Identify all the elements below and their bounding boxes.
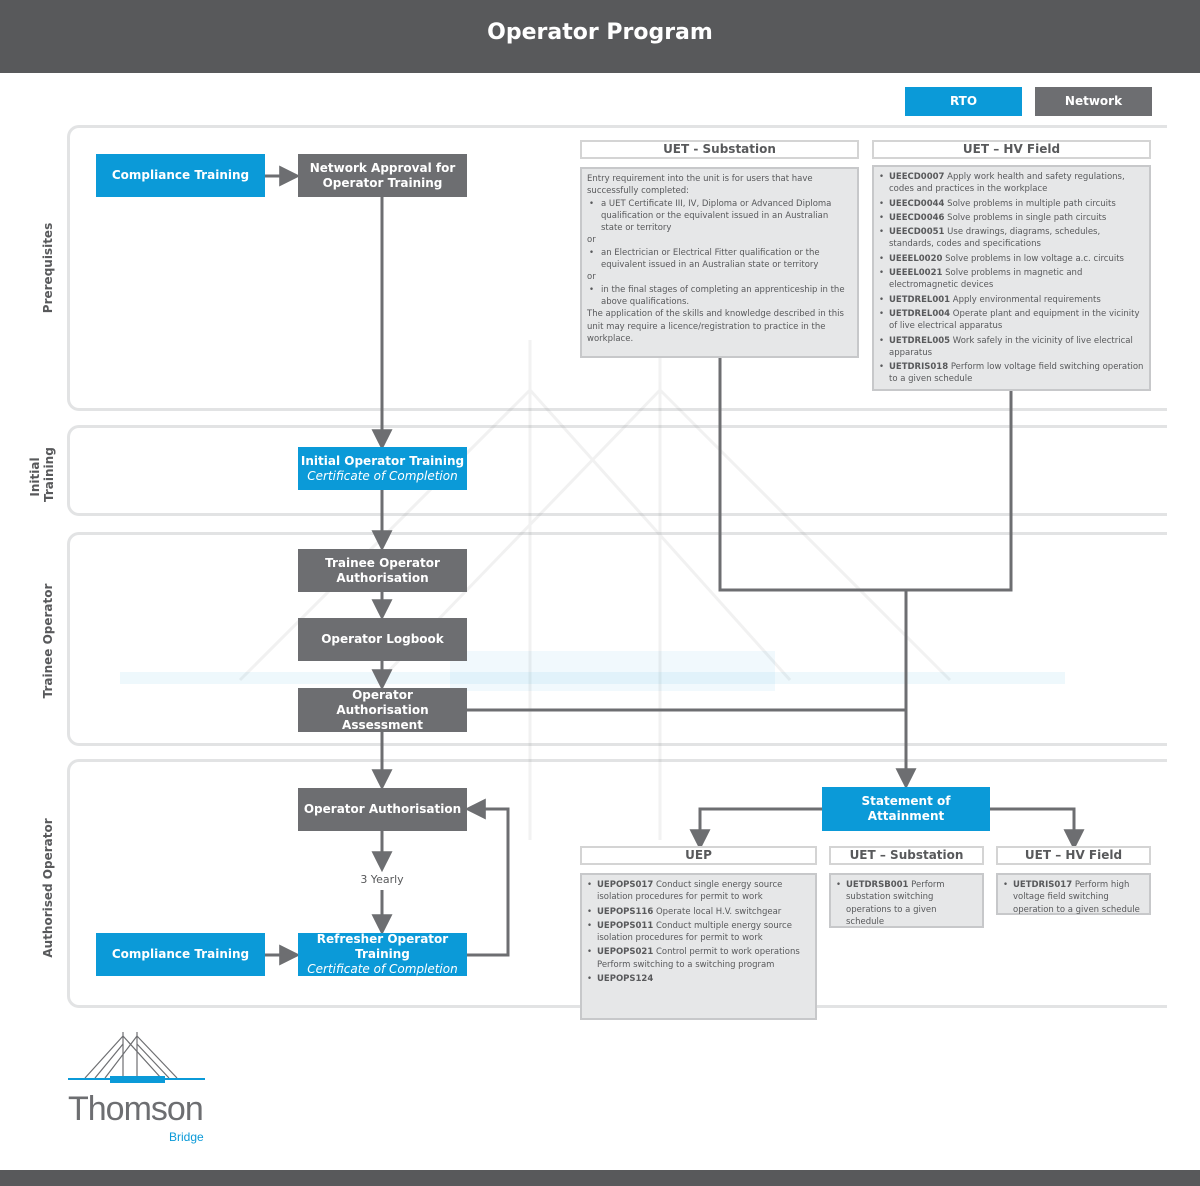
header-bar: Operator Program	[0, 0, 1200, 73]
unit-item: UEPOPS021 Control permit to work operati…	[587, 946, 810, 971]
unit-item: UETDREL005 Work safely in the vicinity o…	[879, 335, 1144, 360]
section-trainee-operator	[67, 532, 1167, 746]
legend-network: Network	[1035, 87, 1152, 116]
unit-item: UEPOPS124	[587, 973, 810, 986]
unit-item: UETDRIS018 Perform low voltage field swi…	[879, 361, 1144, 386]
initial-training-subtitle: Certificate of Completion	[307, 468, 458, 483]
unit-item: UETDREL004 Operate plant and equipment i…	[879, 308, 1144, 333]
uep-panel: UEPOPS017 Conduct single energy source i…	[580, 873, 817, 1020]
network-approval-box: Network Approval for Operator Training	[298, 154, 467, 197]
compliance-training-bottom-box: Compliance Training	[96, 933, 265, 976]
three-yearly-label: 3 Yearly	[360, 873, 404, 886]
statement-of-attainment-box: Statement of Attainment	[822, 787, 990, 831]
operator-authorisation-label: Operator Authorisation	[303, 802, 462, 816]
uet-hv-field-bottom-heading: UET – HV Field	[996, 846, 1151, 865]
unit-item: UETDREL001 Apply environmental requireme…	[879, 294, 1144, 307]
label-authorised-operator: Authorised Operator	[41, 818, 55, 958]
unit-item: UEECD0051 Use drawings, diagrams, schedu…	[879, 226, 1144, 251]
unit-item: UEECD0044 Solve problems in multiple pat…	[879, 198, 1144, 211]
authorisation-assessment-label: Operator Authorisation Assessment	[336, 687, 429, 732]
unit-item: UETDRSB001 Perform substation switching …	[836, 879, 977, 928]
uet-substation-outro: The application of the skills and knowle…	[587, 309, 844, 344]
refresher-training-subtitle: Certificate of Completion	[307, 962, 458, 976]
network-approval-label: Network Approval for Operator Training	[309, 160, 456, 190]
uet-substation-or: or	[587, 272, 596, 283]
operator-logbook-box: Operator Logbook	[298, 618, 467, 661]
logo-name: Thomson	[68, 1090, 204, 1128]
unit-item: UEECD0046 Solve problems in single path …	[879, 212, 1144, 225]
compliance-training-bottom-label: Compliance Training	[111, 947, 250, 961]
uet-substation-or: or	[587, 235, 596, 246]
uet-substation-item: an Electrician or Electrical Fitter qual…	[587, 247, 852, 272]
unit-item: UEECD0007 Apply work health and safety r…	[879, 171, 1144, 196]
trainee-authorisation-label: Trainee Operator Authorisation	[325, 555, 440, 585]
unit-item: UEEEL0021 Solve problems in magnetic and…	[879, 267, 1144, 292]
thomson-bridge-logo: Thomson Bridge	[65, 1030, 215, 1145]
logo-subtitle: Bridge	[169, 1130, 204, 1144]
uet-hv-field-bottom-panel: UETDRIS017 Perform high voltage field sw…	[996, 873, 1151, 915]
label-initial-training: Initial Training	[28, 447, 56, 502]
compliance-training-label: Compliance Training	[111, 168, 250, 182]
uet-substation-heading: UET - Substation	[580, 140, 859, 159]
bridge-deck-watermark	[120, 672, 1065, 684]
footer-bar	[0, 1170, 1200, 1186]
uet-substation-bottom-heading: UET – Substation	[829, 846, 984, 865]
initial-operator-training-box: Initial Operator Training Certificate of…	[298, 447, 467, 490]
unit-item: UEEEL0020 Solve problems in low voltage …	[879, 253, 1144, 266]
uet-substation-intro: Entry requirement into the unit is for u…	[587, 174, 813, 197]
label-trainee-operator: Trainee Operator	[41, 583, 55, 699]
uet-substation-item: a UET Certificate III, IV, Diploma or Ad…	[587, 198, 852, 235]
trainee-authorisation-box: Trainee Operator Authorisation	[298, 549, 467, 592]
uet-substation-bottom-panel: UETDRSB001 Perform substation switching …	[829, 873, 984, 928]
unit-item: UEPOPS017 Conduct single energy source i…	[587, 879, 810, 904]
operator-authorisation-box: Operator Authorisation	[298, 788, 467, 831]
refresher-training-title: Refresher Operator Training	[316, 932, 449, 961]
bridge-logo-icon	[68, 1032, 205, 1083]
unit-item: UETDRIS017 Perform high voltage field sw…	[1003, 879, 1144, 916]
compliance-training-box: Compliance Training	[96, 154, 265, 197]
label-prerequisites: Prerequisites	[41, 222, 55, 314]
initial-training-title: Initial Operator Training	[300, 453, 465, 468]
uet-substation-item: in the final stages of completing an app…	[587, 284, 852, 309]
section-initial-training	[67, 425, 1167, 516]
uet-substation-panel: Entry requirement into the unit is for u…	[580, 167, 859, 358]
uet-hv-field-heading: UET – HV Field	[872, 140, 1151, 159]
uet-hv-field-panel: UEECD0007 Apply work health and safety r…	[872, 165, 1151, 391]
legend-rto: RTO	[905, 87, 1022, 116]
unit-item: UEPOPS116 Operate local H.V. switchgear	[587, 906, 810, 919]
uep-heading: UEP	[580, 846, 817, 865]
section-prerequisites	[67, 125, 1167, 411]
statement-of-attainment-label: Statement of Attainment	[861, 794, 951, 823]
operator-logbook-label: Operator Logbook	[321, 632, 444, 646]
refresher-training-box: Refresher Operator Training Certificate …	[298, 932, 467, 976]
unit-item: UEPOPS011 Conduct multiple energy source…	[587, 920, 810, 945]
authorisation-assessment-box: Operator Authorisation Assessment	[298, 688, 467, 732]
page-title: Operator Program	[487, 20, 713, 45]
